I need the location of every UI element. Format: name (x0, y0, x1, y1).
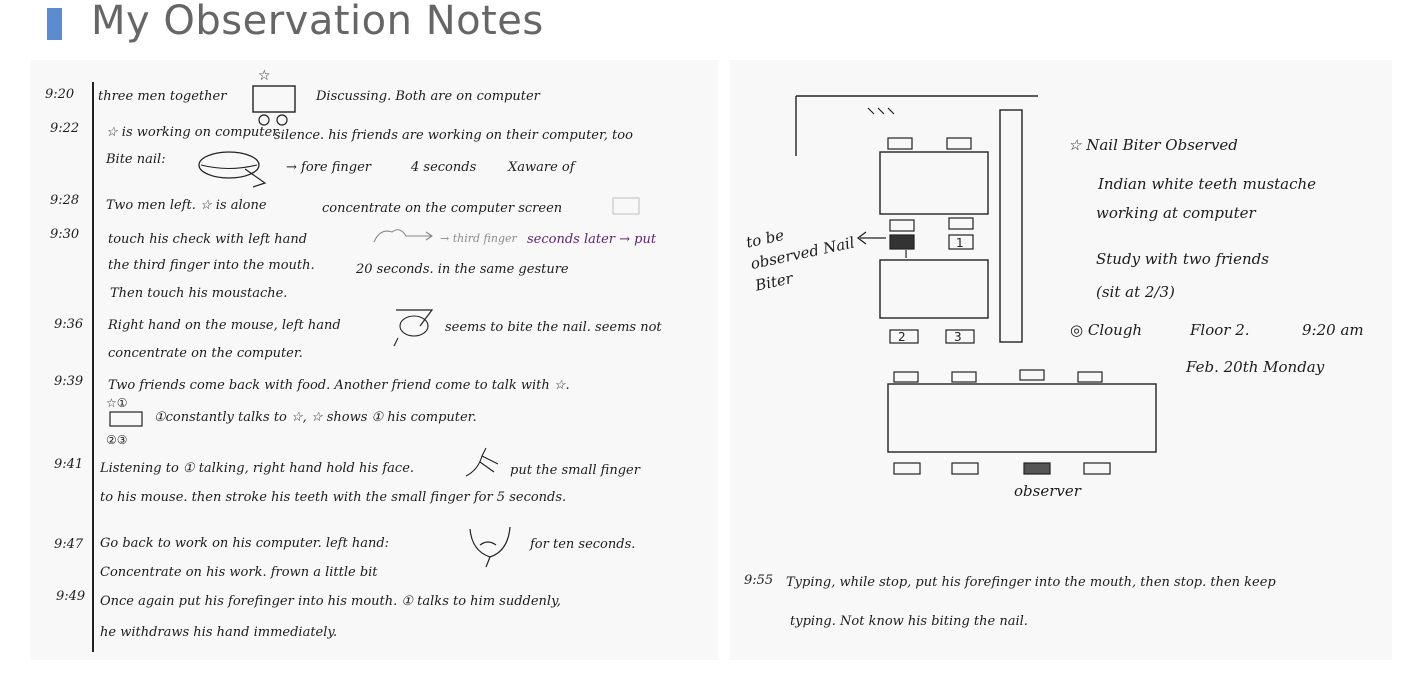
note-line: Once again put his forefinger into his m… (100, 594, 561, 609)
small-box-sketch (612, 197, 640, 215)
hand-face-sketch-icon (393, 309, 434, 347)
note-line: concentrate on the computer. (108, 346, 303, 361)
note-line: silence. his friends are working on thei… (274, 128, 633, 143)
time-9-36: 9:36 (54, 317, 84, 332)
seat-3-label: 3 (954, 330, 962, 344)
note-line: Bite nail: (106, 152, 166, 167)
time-9-28: 9:28 (50, 193, 80, 208)
title-accent-bar (47, 8, 62, 40)
note-line: put the small finger (510, 463, 640, 478)
note-line: seems to bite the nail. seems not (445, 320, 662, 335)
time-9-55: 9:55 (744, 573, 774, 588)
group-table-sketch: ☆① ②③ (106, 396, 143, 447)
note-line: ☆ is working on computer (106, 125, 279, 140)
legend-line: Study with two friends (1096, 250, 1269, 268)
floor-plan-diagram: 1 2 3 (795, 95, 1157, 475)
note-line: for ten seconds. (530, 537, 636, 552)
note-line: Discussing. Both are on computer (316, 89, 540, 104)
page-title: My Observation Notes (91, 0, 544, 44)
legend-line: (sit at 2/3) (1096, 283, 1175, 301)
time-9-20: 9:20 (45, 87, 75, 102)
time-9-30: 9:30 (50, 227, 80, 242)
lips-sketch-icon (198, 151, 267, 188)
note-line: to his mouse. then stroke his teeth with… (100, 490, 567, 505)
note-line: 4 seconds (411, 160, 477, 175)
note-line: Xaware of (508, 160, 575, 175)
legend-line: Indian white teeth mustache (1098, 175, 1317, 193)
location-label: ◎ Clough (1070, 321, 1143, 339)
note-line: Go back to work on his computer. left ha… (100, 536, 390, 551)
floor-label: Floor 2. (1190, 321, 1250, 339)
finger-sketch-icon (465, 447, 499, 477)
time-9-47: 9:47 (54, 537, 84, 552)
note-line: Then touch his moustache. (110, 286, 288, 301)
svg-text:②③: ②③ (106, 433, 128, 447)
time-9-41: 9:41 (54, 457, 84, 472)
note-line: touch his check with left hand (108, 232, 308, 247)
note-line: Two friends come back with food. Another… (108, 378, 570, 393)
cupped-hand-sketch-icon (469, 526, 511, 568)
time-9-39: 9:39 (54, 374, 84, 389)
note-line: → third finger (440, 232, 517, 245)
floor-plan-paper (730, 60, 1392, 660)
note-line: concentrate on the computer screen (322, 201, 563, 216)
note-line: Two men left. ☆ is alone (106, 198, 267, 213)
computer-sketch-icon: ☆ (252, 68, 296, 126)
time-9-22: 9:22 (50, 121, 80, 136)
date-label: Feb. 20th Monday (1186, 358, 1325, 376)
log-margin-line (92, 82, 94, 652)
time-label: 9:20 am (1302, 321, 1364, 339)
note-line: three men together (98, 89, 227, 104)
note-line: typing. Not know his biting the nail. (790, 614, 1028, 629)
observation-log-paper (30, 60, 718, 660)
legend-line: working at computer (1096, 204, 1256, 222)
note-line: he withdraws his hand immediately. (100, 625, 338, 640)
note-line: Typing, while stop, put his forefinger i… (786, 575, 1276, 590)
seat-2-label: 2 (898, 330, 906, 344)
note-line: Listening to ① talking, right hand hold … (100, 461, 415, 476)
note-line: the third finger into the mouth. (108, 258, 315, 273)
note-line: seconds later → put (527, 232, 657, 247)
seat-1-label: 1 (956, 236, 964, 250)
note-line: Right hand on the mouse, left hand (108, 318, 341, 333)
note-line: → fore finger (286, 160, 371, 175)
svg-text:☆: ☆ (258, 68, 271, 84)
observer-label: observer (1014, 482, 1081, 500)
note-line: ①constantly talks to ☆, ☆ shows ① his co… (154, 410, 477, 425)
time-9-49: 9:49 (56, 589, 86, 604)
legend-title: ☆ Nail Biter Observed (1068, 136, 1238, 154)
note-line: 20 seconds. in the same gesture (356, 262, 569, 277)
note-line: Concentrate on his work. frown a little … (100, 565, 378, 580)
svg-text:☆①: ☆① (106, 396, 128, 410)
hand-sketch-icon (373, 229, 433, 243)
